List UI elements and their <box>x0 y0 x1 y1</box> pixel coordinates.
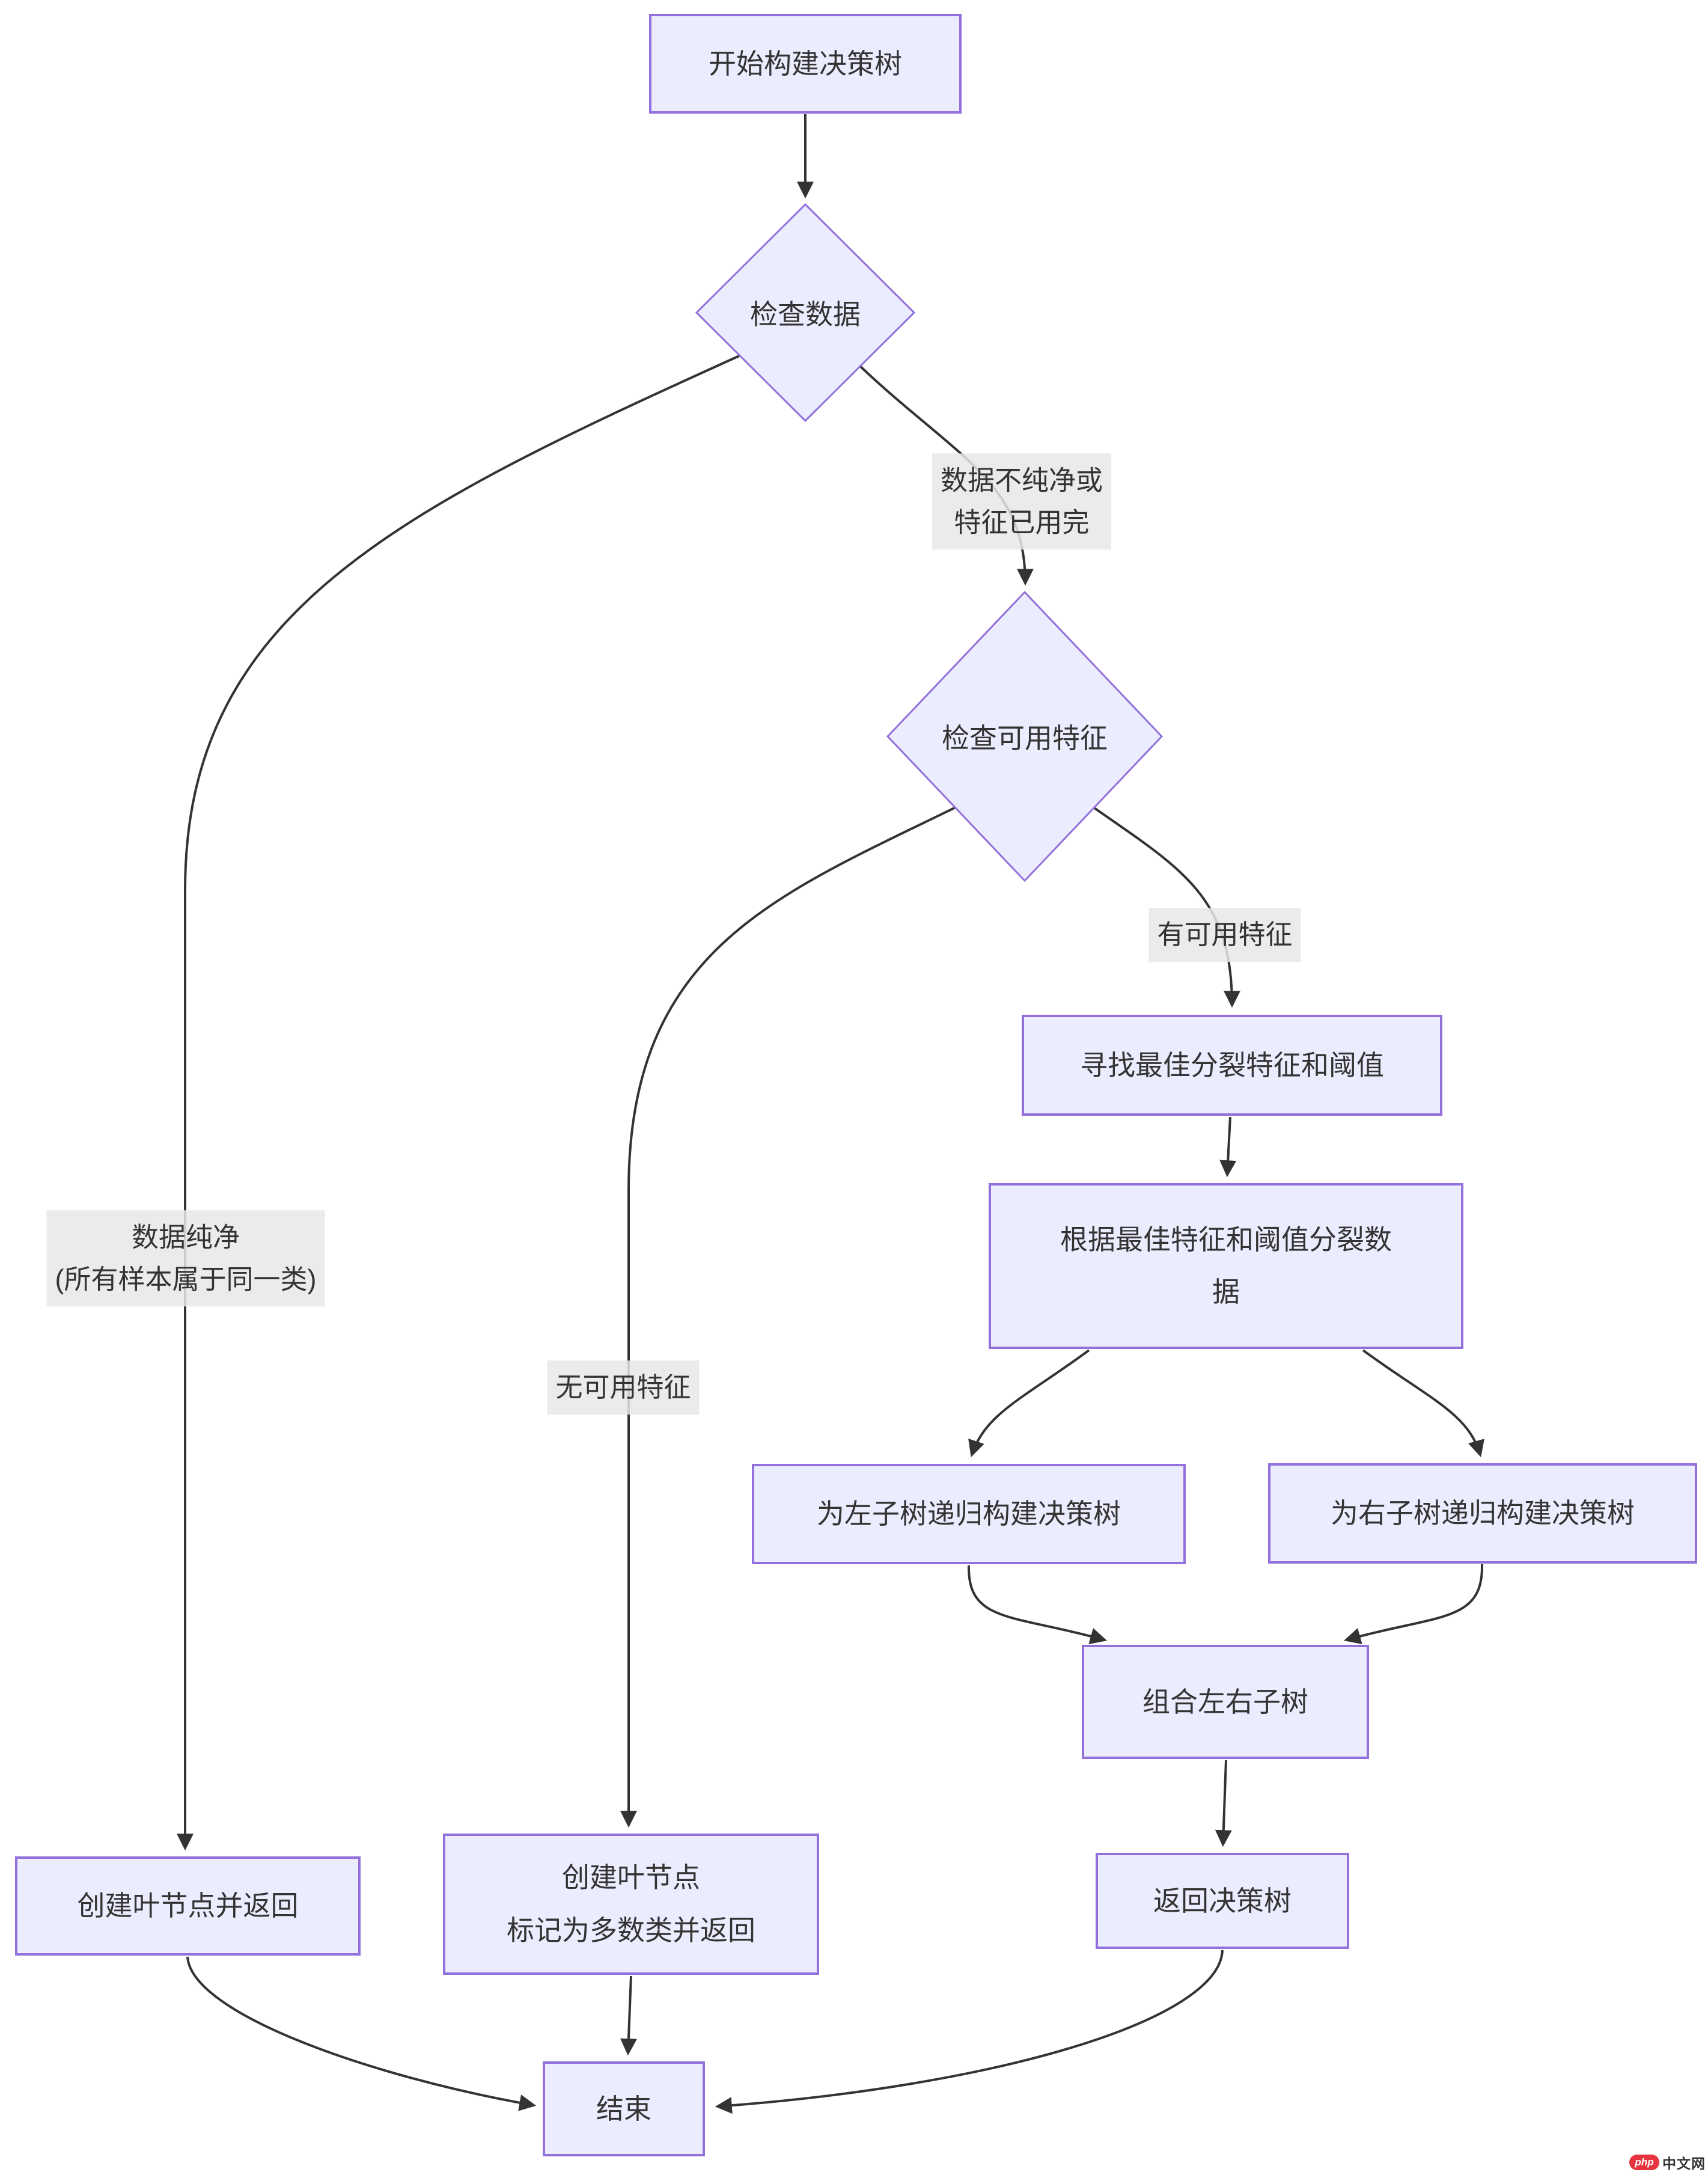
node-create-leaf-majority: 创建叶节点 标记为多数类并返回 <box>443 1834 819 1975</box>
decision-check-data-label: 检查数据 <box>750 299 861 330</box>
node-left-recursion: 为左子树递归构建决策树 <box>752 1464 1186 1564</box>
edge-label-impure-or-used-up: 数据不纯净或 特征已用完 <box>932 453 1112 549</box>
node-text-line: 根据最佳特征和阈值分裂数 <box>1060 1223 1392 1255</box>
edge-split-data-to-right-recursion <box>1362 1349 1484 1458</box>
node-split-data-lines: 根据最佳特征和阈值分裂数 据 <box>1060 1214 1392 1319</box>
node-create-leaf-return: 创建叶节点并返回 <box>15 1856 361 1956</box>
node-right-recursion: 为右子树递归构建决策树 <box>1268 1463 1697 1564</box>
node-find-best-split: 寻找最佳分裂特征和阈值 <box>1022 1015 1442 1116</box>
node-combine-subtrees: 组合左右子树 <box>1082 1645 1369 1759</box>
edge-check-features-to-leaf-majority <box>620 806 957 1828</box>
php-logo-badge: php <box>1629 2155 1659 2170</box>
node-text-line: 标记为多数类并返回 <box>507 1914 755 1946</box>
decision-check-features-shape <box>886 590 1164 883</box>
node-start: 开始构建决策树 <box>649 14 962 114</box>
watermark-text: 中文网 <box>1662 2156 1706 2171</box>
edge-check-features-to-find-best <box>1091 806 1240 1008</box>
node-text-line: 据 <box>1212 1276 1240 1308</box>
watermark-php-chinese-net: php 中文网 <box>1629 2152 1706 2173</box>
node-end: 结束 <box>543 2061 705 2156</box>
edge-check-data-to-leaf-pure <box>177 355 740 1851</box>
edge-label-line: 数据不纯净或 <box>940 465 1103 496</box>
edge-split-data-to-left-recursion <box>968 1349 1090 1457</box>
edge-return-tree-to-end <box>715 1950 1224 2114</box>
edge-label-data-pure: 数据纯净 (所有样本属于同一类) <box>46 1210 325 1306</box>
edge-right-recursion-to-combine <box>1343 1564 1484 1645</box>
node-return-tree: 返回决策树 <box>1096 1853 1349 1949</box>
edge-label-has-features: 有可用特征 <box>1148 908 1301 962</box>
edge-left-recursion-to-combine <box>967 1565 1108 1645</box>
node-create-leaf-majority-lines: 创建叶节点 标记为多数类并返回 <box>507 1852 755 1957</box>
edge-combine-to-return-tree <box>1215 1760 1232 1847</box>
edge-find-best-to-split-data <box>1219 1116 1237 1178</box>
edge-label-line: 特征已用完 <box>954 507 1090 537</box>
edge-leaf-pure-to-end <box>186 1956 537 2111</box>
decision-check-data-shape <box>695 203 916 423</box>
edge-leaf-majority-to-end <box>620 1975 637 2056</box>
node-split-data: 根据最佳特征和阈值分裂数 据 <box>989 1183 1463 1349</box>
edge-label-line: 数据纯净 <box>131 1222 240 1253</box>
node-text-line: 创建叶节点 <box>562 1862 700 1894</box>
decision-check-features-label: 检查可用特征 <box>942 723 1108 754</box>
edge-label-no-features: 无可用特征 <box>547 1360 700 1415</box>
edge-label-line: (所有样本属于同一类) <box>55 1264 317 1294</box>
